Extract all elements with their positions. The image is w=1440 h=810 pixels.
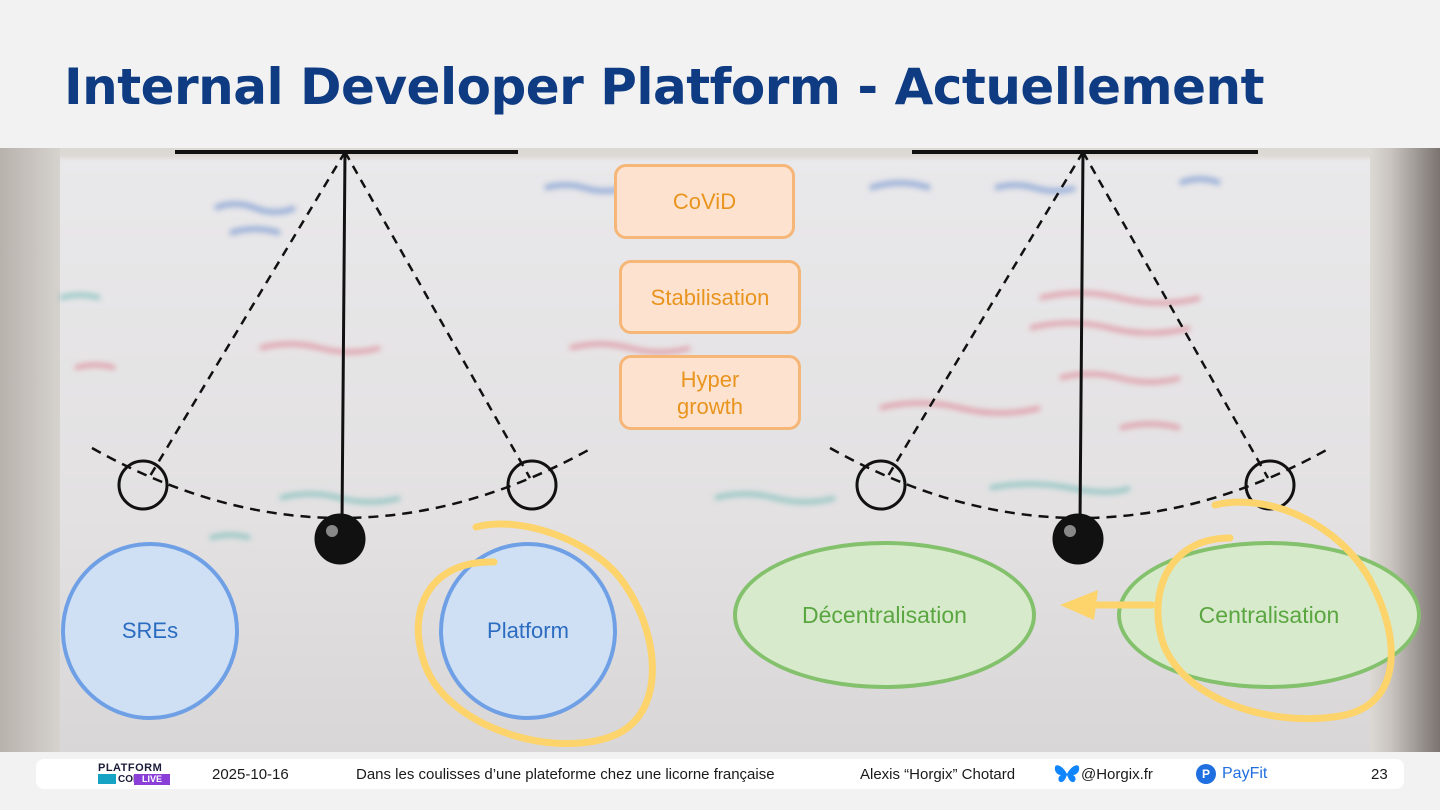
phase-label: Hyper growth — [676, 366, 744, 419]
wall-left — [0, 148, 60, 752]
footer-speaker: Alexis “Horgix” Chotard — [860, 766, 1016, 783]
logo-live-badge: LIVE — [134, 774, 170, 785]
bubble-centralisation: Centralisation — [1117, 541, 1421, 689]
phase-box-stabilisation: Stabilisation — [619, 260, 801, 334]
background-photo — [0, 148, 1440, 752]
bubble-sres: SREs — [61, 542, 239, 720]
footer-bar: PLATFORM CON LIVE 2025-10-16 Dans les co… — [36, 759, 1404, 789]
bubble-platform: Platform — [439, 542, 617, 720]
footer-company: PayFit — [1222, 765, 1268, 782]
phase-box-hyper-growth: Hyper growth — [619, 355, 801, 430]
payfit-logo-icon: P — [1196, 764, 1216, 784]
footer-talk-title: Dans les coulisses d’une plateforme chez… — [356, 766, 775, 783]
logo-text: PLATFORM — [98, 762, 163, 774]
bubble-label: SREs — [121, 618, 179, 643]
phase-label: Stabilisation — [650, 284, 770, 310]
title-bar: Internal Developer Platform - Actuelleme… — [0, 0, 1440, 148]
pendulum-left — [91, 150, 593, 565]
platformcon-logo: PLATFORM CON LIVE — [98, 762, 172, 786]
logo-block — [98, 774, 116, 784]
page-number: 23 — [1371, 766, 1388, 783]
bubble-label: Platform — [487, 618, 569, 643]
bubble-decentralisation: Décentralisation — [733, 541, 1036, 689]
footer-handle[interactable]: @Horgix.fr — [1081, 766, 1153, 783]
bubble-label: Centralisation — [1198, 601, 1340, 628]
phase-box-covid: CoViD — [614, 164, 795, 239]
bubble-label: Décentralisation — [802, 601, 967, 628]
logo-text-con: CON — [118, 774, 141, 785]
pendulum-illustrations — [91, 150, 1331, 565]
pendulum-right — [829, 150, 1331, 565]
whiteboard-scribbles — [59, 176, 1221, 540]
phase-label: CoViD — [672, 189, 737, 214]
slide-title: Internal Developer Platform - Actuelleme… — [64, 58, 1265, 116]
footer-date: 2025-10-16 — [212, 766, 289, 783]
butterfly-icon — [1054, 765, 1080, 783]
